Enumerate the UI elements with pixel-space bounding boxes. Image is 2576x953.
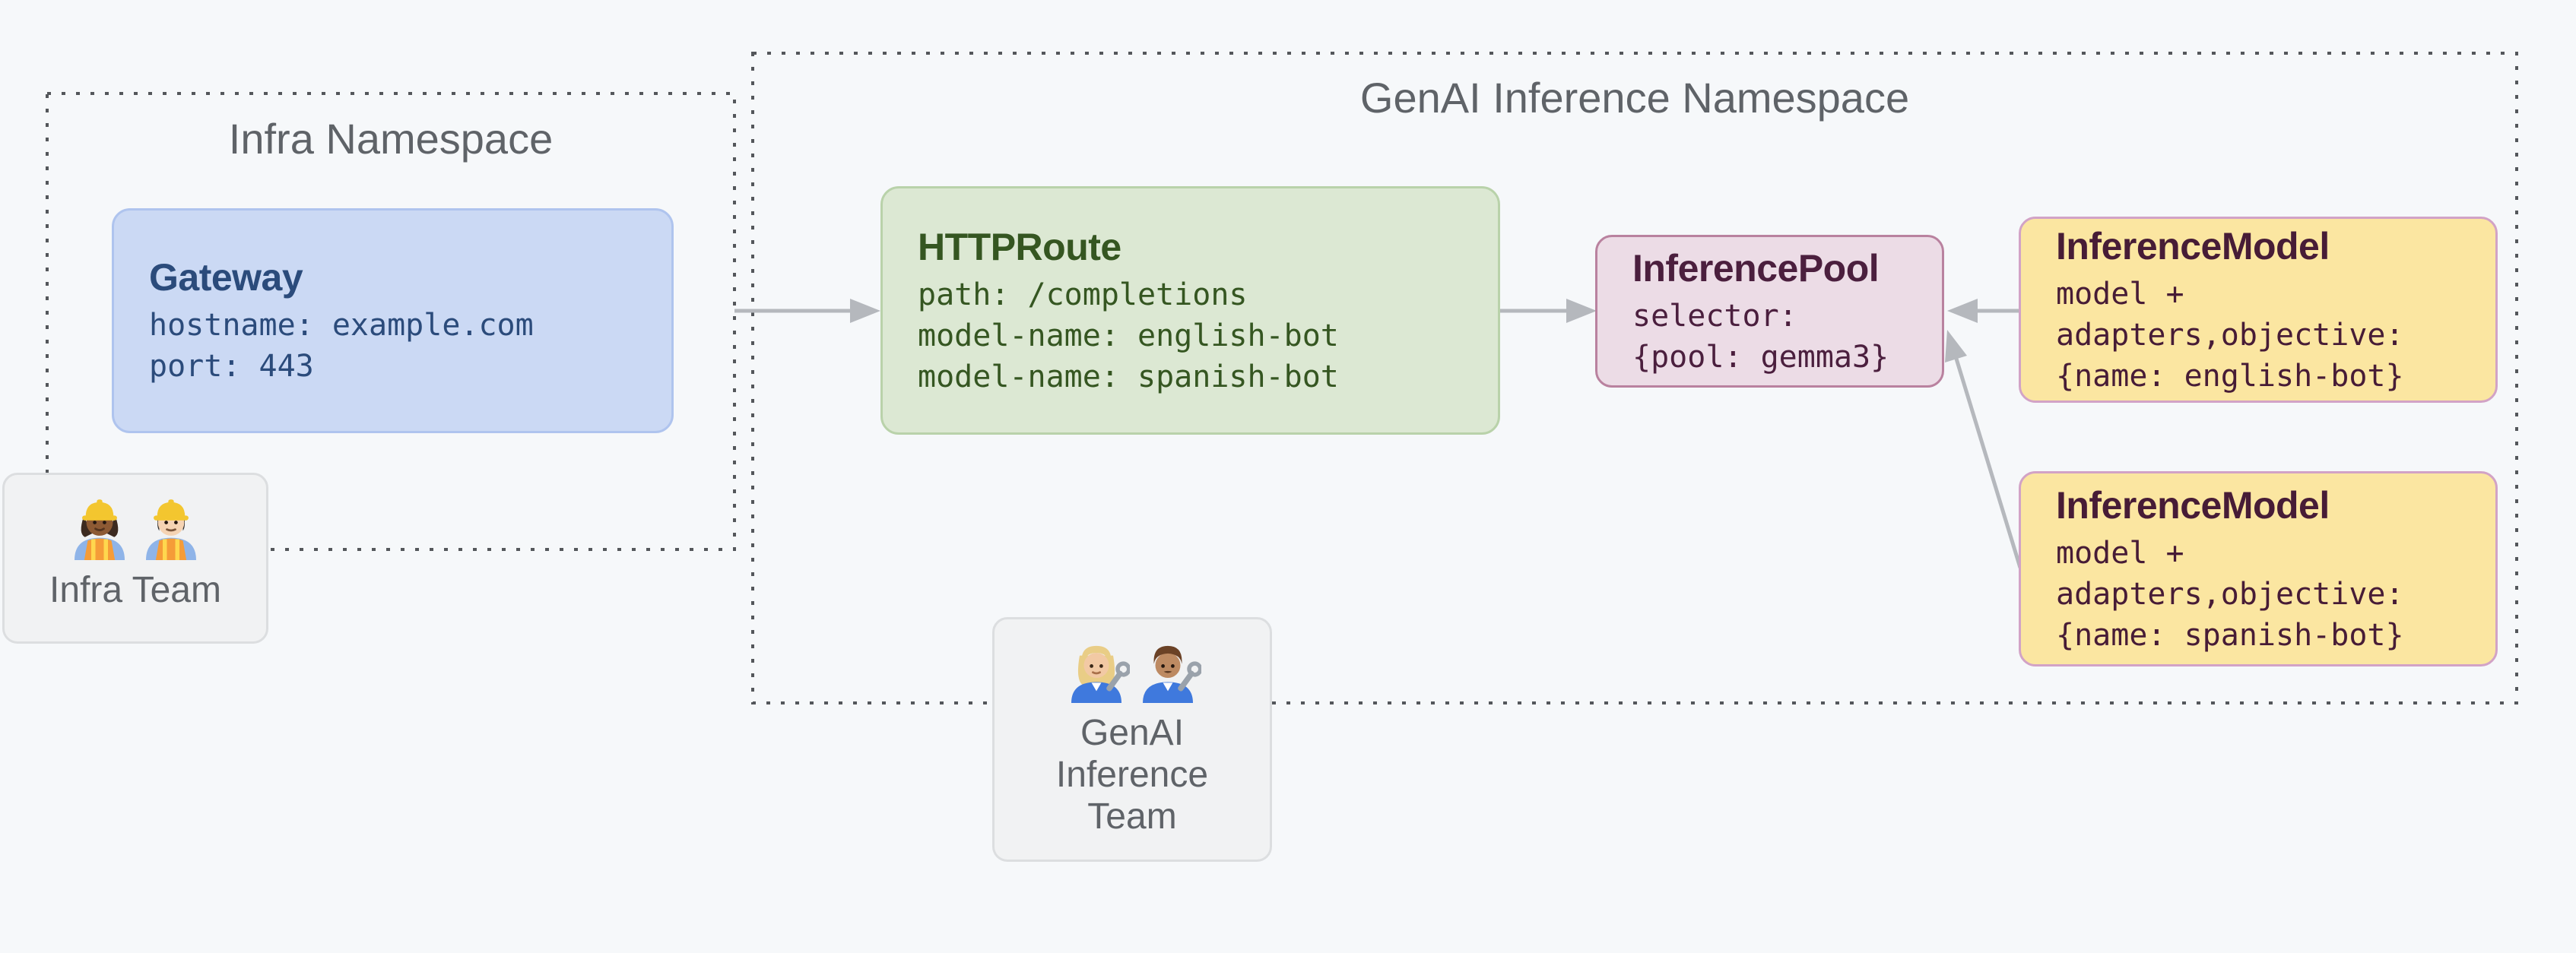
inferencemodel-english-model-line: model +: [2056, 276, 2184, 312]
inferencemodel-spanish-node: InferenceModel model + adapters,objectiv…: [2019, 471, 2498, 666]
inferencemodel-spanish-name-line: {name: spanish-bot}: [2056, 617, 2404, 653]
man-mechanic-icon: [1143, 645, 1201, 703]
arrowhead-httproute-to-inferencepool: [1566, 299, 1597, 323]
gateway-hostname-line: hostname: example.com: [149, 308, 534, 343]
gateway-port-line: port: 443: [149, 349, 314, 384]
woman-mechanic-icon: [1071, 645, 1130, 703]
httproute-path-line: path: /completions: [918, 277, 1248, 312]
httproute-model-spanish-line: model-name: spanish-bot: [918, 359, 1339, 394]
genai-team-label: GenAI Inference Team: [1055, 713, 1209, 837]
inferencepool-title: InferencePool: [1632, 246, 1880, 290]
arrowhead-gateway-to-httproute: [850, 299, 880, 323]
gateway-title: Gateway: [149, 256, 303, 299]
man-construction-worker-icon: [146, 499, 196, 560]
inferencepool-node: InferencePool selector: {pool: gemma3}: [1595, 235, 1944, 388]
infra-team-box: Infra Team: [2, 473, 268, 644]
inferencemodel-english-node: InferenceModel model + adapters,objectiv…: [2019, 217, 2498, 403]
infra-team-label: Infra Team: [49, 570, 221, 610]
inferencemodel-spanish-title: InferenceModel: [2056, 483, 2330, 527]
wrench-icon: [1178, 661, 1201, 692]
inferencemodel-english-name-line: {name: english-bot}: [2056, 358, 2404, 394]
inferencemodel-spanish-adapters-line: adapters,objective:: [2056, 576, 2404, 612]
httproute-model-english-line: model-name: english-bot: [918, 318, 1339, 353]
inferencemodel-english-title: InferenceModel: [2056, 224, 2330, 268]
arrow-inferencemodel-spanish-to-inferencepool: [1954, 358, 2022, 568]
inferencepool-pool-line: {pool: gemma3}: [1632, 339, 1889, 375]
woman-construction-worker-icon: [75, 499, 125, 560]
httproute-node: HTTPRoute path: /completions model-name:…: [880, 186, 1500, 435]
genai-namespace-border: [751, 52, 2518, 704]
wrench-icon: [1106, 661, 1130, 692]
inferencepool-selector-line: selector:: [1632, 298, 1797, 334]
genai-namespace-title: GenAI Inference Namespace: [1359, 74, 1910, 122]
genai-team-box: GenAI Inference Team: [992, 617, 1272, 862]
inferencemodel-spanish-model-line: model +: [2056, 535, 2184, 571]
infra-namespace-title: Infra Namespace: [228, 115, 554, 163]
arrowhead-inferencemodel-english-to-inferencepool: [1947, 299, 1978, 323]
inferencemodel-english-adapters-line: adapters,objective:: [2056, 317, 2404, 353]
arrowhead-inferencemodel-spanish-to-inferencepool: [1945, 330, 1967, 363]
httproute-title: HTTPRoute: [918, 225, 1121, 268]
gateway-node: Gateway hostname: example.com port: 443: [112, 208, 674, 433]
genai-team-icons: [1063, 636, 1201, 703]
infra-team-icons: [66, 493, 205, 560]
